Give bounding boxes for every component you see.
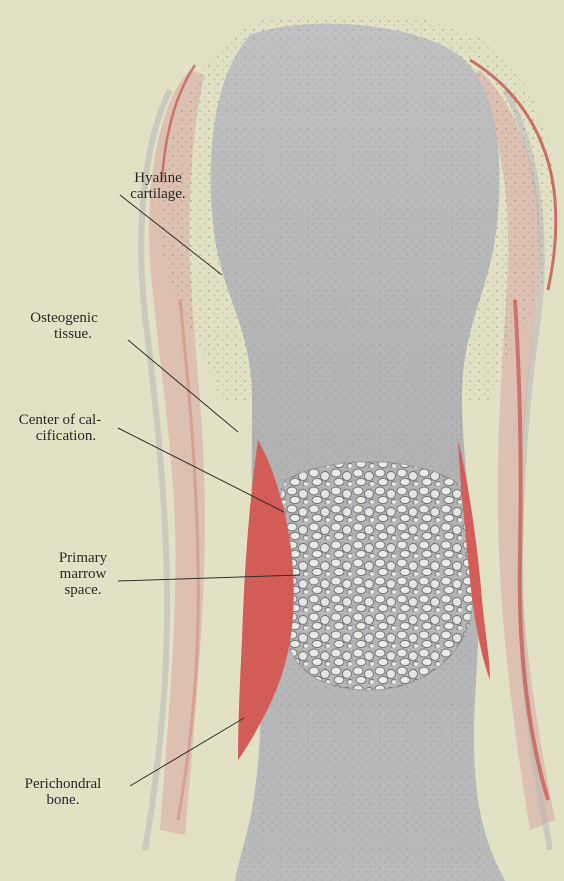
label-hyaline-cartilage: Hyaline cartilage. xyxy=(130,170,185,202)
label-primary-marrow-space: Primary marrow space. xyxy=(59,550,107,598)
calcification-center xyxy=(277,462,474,690)
label-perichondral-bone: Perichondral bone. xyxy=(25,776,102,808)
label-osteogenic-tissue: Osteogenic tissue. xyxy=(30,310,97,342)
label-center-of-calcification: Center of cal- cification. xyxy=(19,412,101,444)
hyaline-cartilage-body xyxy=(211,24,505,881)
